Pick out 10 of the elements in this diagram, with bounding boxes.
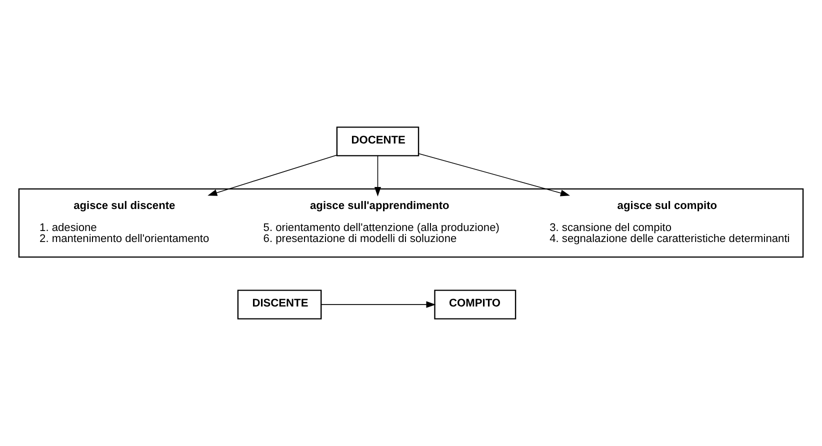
arrow xyxy=(320,301,436,308)
arrow xyxy=(418,153,570,196)
node-box: DOCENTE xyxy=(336,126,420,156)
node-text: agisce sull'apprendimento 5. orientamento dell'attenzione (alla produzione) 6. presentazione di modelli di soluzione xyxy=(263,200,500,246)
node-box: COMPITO xyxy=(434,290,516,320)
node-text: agisce sul compito 3. scansione del compito 4. segnalazione delle caratteristiche determinanti xyxy=(550,200,790,246)
node-text: agisce sul discente 1. adesione 2. mantenimento dell'orientamento xyxy=(40,200,210,246)
arrow xyxy=(374,155,382,196)
node-box: DISCENTE xyxy=(237,290,322,320)
arrow xyxy=(208,154,338,196)
